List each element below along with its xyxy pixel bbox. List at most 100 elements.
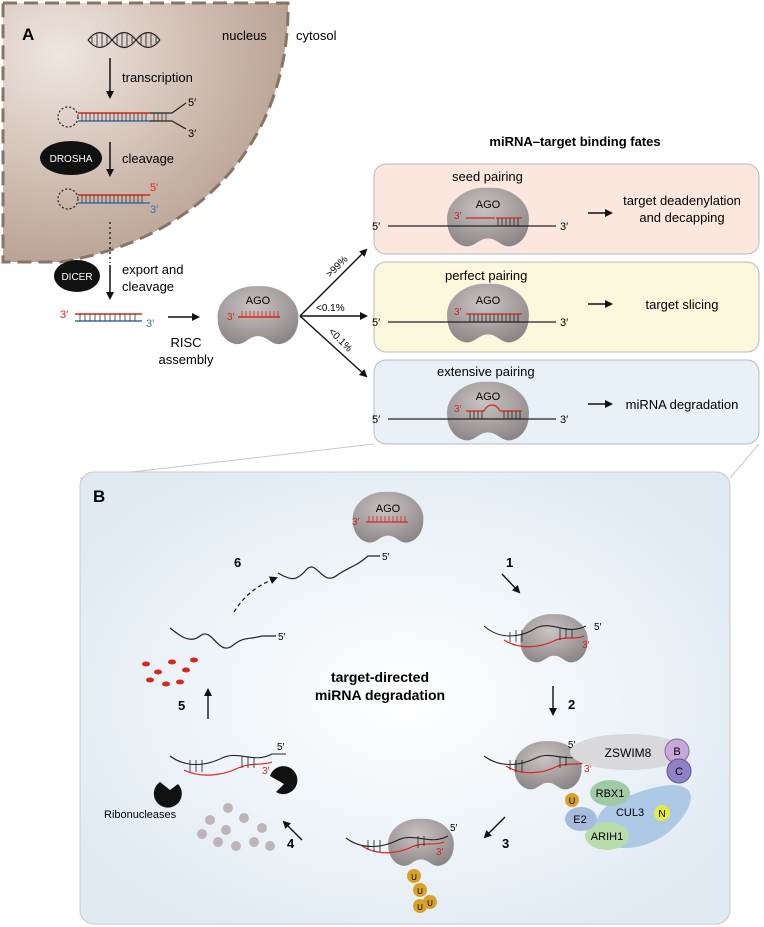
target-rna-top: [277, 555, 380, 580]
ribo-5p: 5′: [277, 742, 285, 753]
bound-3p: 3′: [582, 640, 590, 651]
ub-5p: 5′: [450, 823, 458, 834]
panel-b: B target-directed miRNA degradation AGO …: [79, 471, 731, 925]
step-3: 3: [502, 836, 509, 851]
bound-5p: 5′: [594, 622, 602, 633]
pre-three-prime: 3′: [150, 204, 158, 216]
fate-extensive-outcome: miRNA degradation: [626, 397, 739, 412]
fate-box-extensive: extensive pairing AGO 3′ 5′ 3′ miRNA deg…: [372, 359, 760, 445]
fate-seed-3p: 3′: [560, 221, 568, 233]
step-export-line2: cleavage: [122, 279, 174, 294]
fate-seed-mirna-3p: 3′: [454, 211, 462, 222]
target-duplex-left: [169, 753, 286, 766]
step-2: 2: [568, 697, 575, 712]
c-domain: [666, 758, 692, 784]
mirna-fragments: [142, 657, 198, 687]
ub-3p: 3′: [436, 847, 444, 858]
fate-perfect-pairing: perfect pairing: [445, 268, 527, 283]
branch-label-bottom: <0.1%: [326, 326, 354, 354]
mirna-duplex: [75, 313, 142, 322]
step-1: 1: [506, 555, 513, 570]
duplex-three-prime-blue: 3′: [146, 318, 154, 330]
center-title-line2: miRNA degradation: [315, 687, 445, 703]
step-4: 4: [287, 836, 295, 851]
fate-seed-outcome-1: target deadenylation: [623, 193, 741, 208]
fate-extensive-5p: 5′: [372, 414, 380, 426]
target-rna-free: [169, 627, 276, 649]
panel-b-label: B: [93, 487, 105, 506]
step-cleavage: cleavage: [122, 151, 174, 166]
arrow-step-6: [233, 576, 278, 613]
fate-seed-ago: AGO: [476, 199, 501, 211]
fate-extensive-ago: AGO: [476, 391, 501, 403]
drosha-blob: [40, 141, 102, 175]
center-title-line1: target-directed: [331, 669, 429, 685]
fate-seed-5p: 5′: [372, 221, 380, 233]
fate-box-perfect: perfect pairing AGO 3′ 5′ 3′ target slic…: [372, 261, 760, 353]
c-label: C: [675, 766, 683, 778]
target-top-5p: 5′: [382, 552, 390, 563]
ago-top-label: AGO: [376, 503, 401, 515]
pre-mirna-hairpin: [57, 188, 150, 210]
u-ubiquitin: [565, 793, 579, 807]
arih1-label: ARIH1: [591, 831, 623, 843]
n-label: N: [658, 809, 665, 820]
ribonuclease-left-icon: [153, 782, 182, 808]
zswim8-label: ZSWIM8: [605, 746, 652, 760]
fate-extensive-3p: 3′: [560, 414, 568, 426]
ago-top: [352, 491, 424, 543]
e2-label: E2: [573, 814, 586, 826]
pre-five-prime: 5′: [150, 182, 158, 194]
arih1-body: [585, 822, 629, 850]
pri-three-prime: 3′: [188, 128, 196, 140]
fates-title: miRNA–target binding fates: [489, 134, 660, 149]
ribo-3p: 3′: [262, 766, 270, 777]
panel-a: A nucleus cytosol transcription 5′ 3′ DR…: [1, 1, 760, 445]
step-export-line1: export and: [122, 262, 183, 277]
risc-label-line1: RISC: [170, 335, 201, 350]
n-domain: [654, 805, 670, 821]
nucleus-label: nucleus: [222, 28, 267, 43]
branch-arrow-top: [299, 248, 368, 317]
fate-perfect-3p: 3′: [560, 317, 568, 329]
cytosol-label: cytosol: [296, 28, 337, 43]
u-label-4: U: [417, 903, 423, 912]
fate-perfect-outcome: target slicing: [646, 297, 719, 312]
pri-five-prime: 5′: [188, 97, 196, 109]
fate-extensive-mirna-3p: 3′: [454, 404, 462, 415]
rbx1-body: [590, 780, 630, 806]
b-label: B: [673, 746, 680, 758]
rbx1-label: RBX1: [596, 788, 625, 800]
ago-center-three-prime: 3′: [227, 312, 235, 323]
fate-extensive-pairing: extensive pairing: [437, 364, 535, 379]
ribonuclease-right-icon: [270, 766, 298, 795]
u-label-1: U: [411, 873, 417, 882]
u-label-3: U: [427, 899, 433, 908]
ribonucleases-label: Ribonucleases: [104, 809, 177, 821]
e2-body: [565, 807, 597, 831]
branch-arrow-bottom: [299, 315, 368, 378]
step-transcription: transcription: [122, 70, 193, 85]
zs-3p: 3′: [584, 764, 592, 775]
ago-fragments: [197, 803, 275, 851]
duplex-three-prime-red: 3′: [60, 309, 68, 321]
fate-seed-pairing: seed pairing: [452, 169, 523, 184]
drosha-label: DROSHA: [50, 154, 93, 165]
fate-perfect-mirna-3p: 3′: [454, 307, 462, 318]
cul3-label: CUL3: [616, 807, 644, 819]
fate-seed-outcome-2: and decapping: [639, 210, 724, 225]
dicer-label: DICER: [61, 272, 92, 283]
u-label-e2: U: [569, 796, 576, 806]
pri-mirna-hairpin: [57, 102, 187, 130]
dna-helix-icon: [87, 31, 161, 49]
zswim8-body: [570, 734, 686, 770]
polyubiquitin-chain: [407, 869, 437, 913]
branch-label-top: >99%: [324, 254, 350, 280]
branch-label-middle: <0.1%: [316, 303, 345, 314]
u-label-2: U: [417, 887, 423, 896]
nucleus-region: [1, 1, 290, 264]
fate-perfect-ago: AGO: [476, 295, 501, 307]
risc-label-line2: assembly: [159, 352, 214, 367]
ago-label-center: AGO: [246, 295, 271, 307]
